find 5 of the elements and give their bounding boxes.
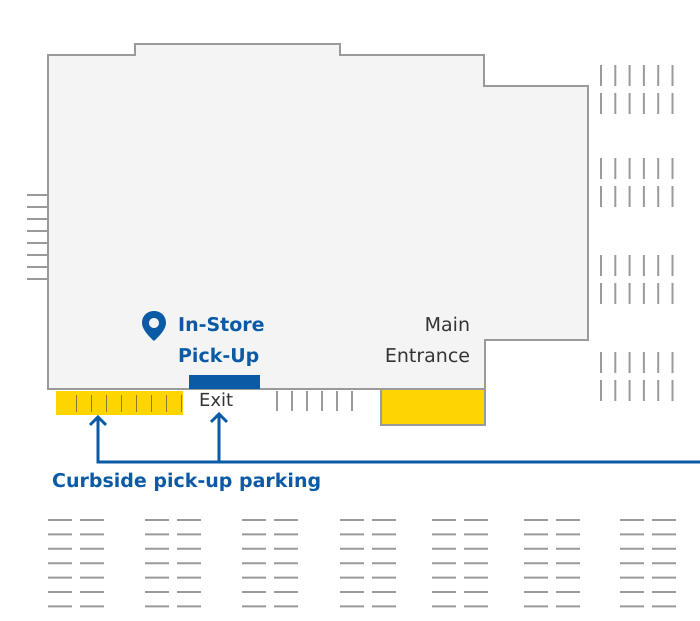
exit-label: Exit <box>199 390 234 412</box>
parking-area <box>56 391 183 415</box>
map-label: Curbside pick-up parking <box>52 469 322 494</box>
map-label: Main Entrance <box>384 313 470 369</box>
map-label: In-Store Pick-Up <box>178 313 266 369</box>
